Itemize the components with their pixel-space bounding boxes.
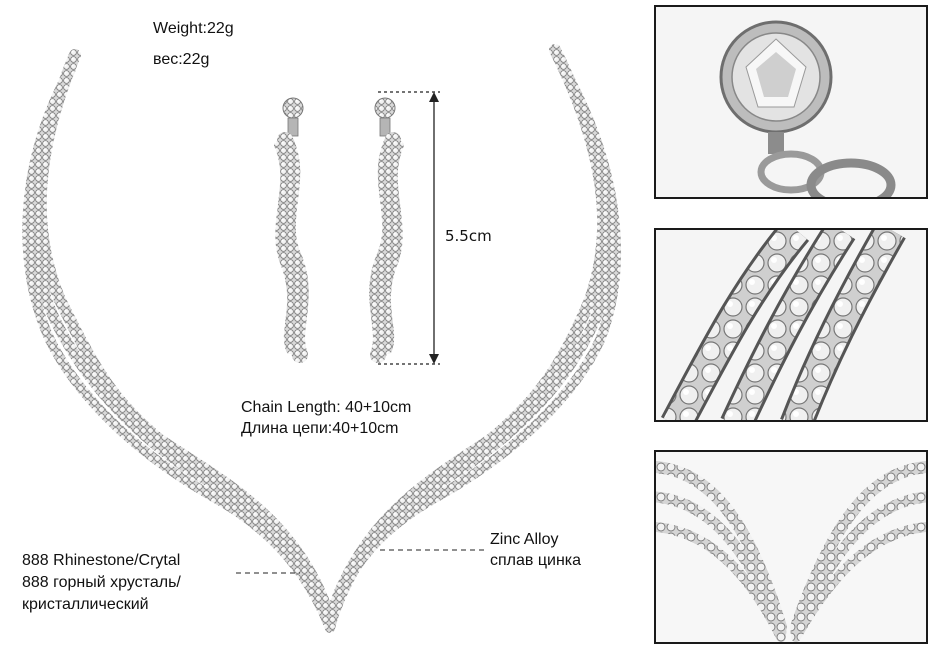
detail-panel-rhinestones [654, 228, 928, 422]
weight-label-ru: вес:22g [153, 51, 210, 68]
earring-length-label: 5.5cm [445, 227, 492, 245]
stones-label-ru-line2: кристаллический [22, 596, 149, 613]
earring-right [369, 97, 404, 363]
detail-panel-stud [654, 5, 928, 199]
detail-panel-pendant [654, 450, 928, 644]
material-label-ru: сплав цинка [490, 552, 582, 569]
stones-label-en: 888 Rhinestone/Crytal [22, 552, 181, 569]
earring-dimension-marker [378, 91, 440, 365]
earring-left [274, 97, 309, 363]
product-photo [22, 44, 621, 633]
material-label-en: Zinc Alloy [490, 531, 559, 548]
chain-length-label-ru: Длина цепи:40+10cm [241, 420, 399, 437]
stones-label-ru-line1: 888 горный хрусталь/ [22, 574, 181, 591]
weight-label-en: Weight:22g [153, 20, 234, 37]
necklace [22, 44, 621, 633]
chain-length-label-en: Chain Length: 40+10cm [241, 399, 412, 416]
